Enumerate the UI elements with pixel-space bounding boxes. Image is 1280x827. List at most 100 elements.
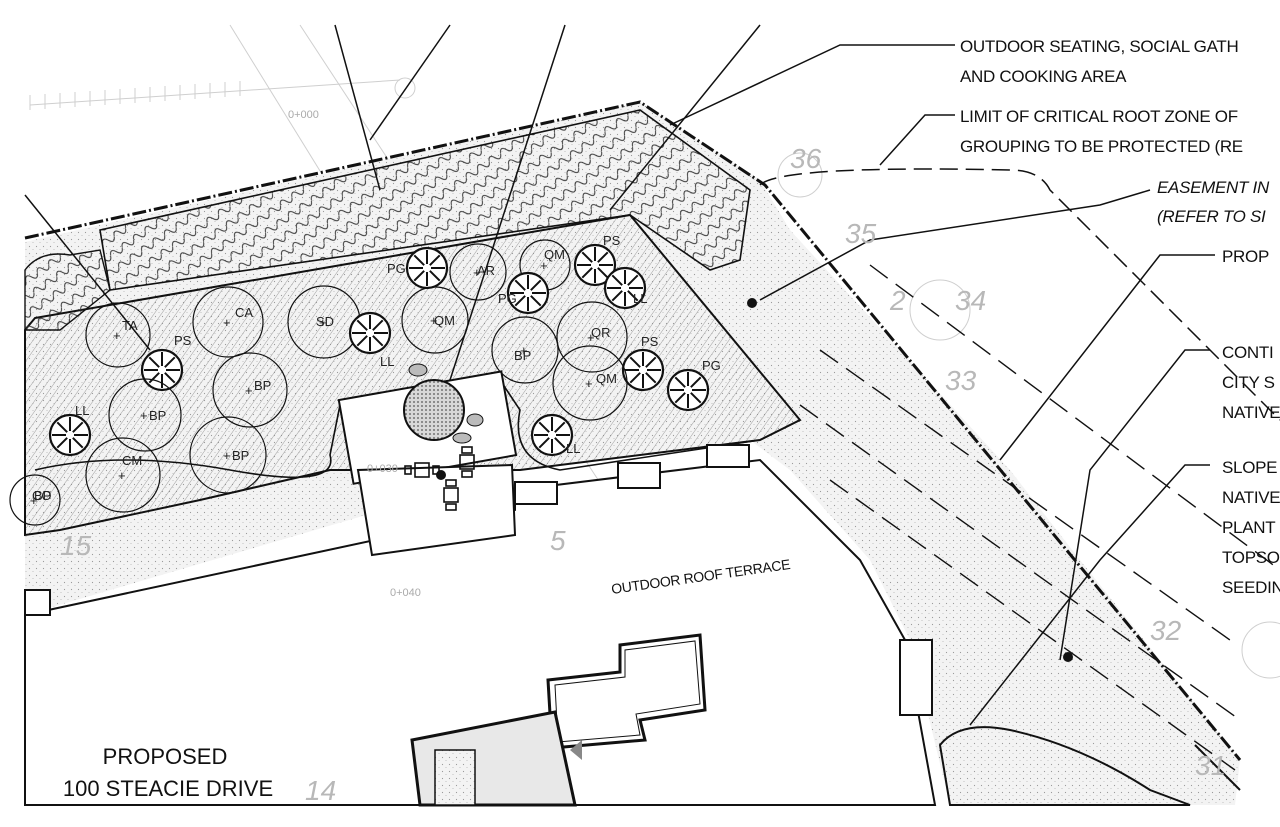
tree-center-mark: +: [223, 315, 231, 330]
tree-code-label: SD: [316, 314, 334, 329]
contour-33: 33: [945, 365, 977, 396]
tree-branch-mark: [554, 421, 566, 433]
bed-inner-outline: [34, 379, 761, 479]
contour-35: 35: [845, 218, 877, 249]
tree-branch-mark: [514, 295, 526, 307]
tree-branch-mark: [690, 392, 702, 404]
tree-branch-mark: [597, 267, 609, 279]
tree-code-label: PG: [387, 261, 406, 276]
tree-branch-mark: [148, 372, 160, 384]
easement-lines: [799, 264, 1280, 771]
tree-branch-mark: [164, 356, 176, 368]
tree-branch-mark: [611, 274, 623, 286]
tree-canopy-icon: [556, 301, 628, 373]
tree-branch-mark: [413, 254, 425, 266]
tree-center-mark: +: [319, 315, 327, 330]
callout-slope-line3: PLANT: [1222, 518, 1275, 537]
tree-canopy-icon: [85, 302, 151, 368]
station-0000: 0+000: [288, 109, 319, 121]
tree-center-mark: +: [520, 343, 528, 358]
tree-code-label: BP: [149, 408, 166, 423]
tree-canopy-icon: [108, 378, 182, 452]
tree-branch-mark: [674, 392, 686, 404]
tree-qm: +QM: [552, 345, 628, 421]
tree-branch-mark: [581, 267, 593, 279]
roof-structure-inner: [554, 640, 701, 743]
tree-branch-mark: [356, 319, 368, 331]
tree-branch-mark: [56, 437, 68, 449]
tree-center-mark: +: [473, 265, 481, 280]
tree-branch-mark: [645, 356, 657, 368]
tree-center-mark: +: [585, 376, 593, 391]
tree-center-mark: +: [113, 328, 121, 343]
patio-tables: [404, 446, 475, 511]
fire-feature: [403, 379, 465, 441]
contour-34: 34: [955, 285, 986, 316]
tree-code-label: LL: [566, 441, 580, 456]
contour-14: 14: [305, 775, 336, 806]
callout-slope-line4: TOPSO: [1222, 548, 1280, 567]
tree-branch-mark: [538, 437, 550, 449]
tree-co: CO: [32, 488, 52, 503]
tree-center-mark: +: [140, 408, 148, 423]
tree-bp: +BP: [189, 416, 267, 494]
callout-root-line1: LIMIT OF CRITICAL ROOT ZONE OF: [960, 107, 1238, 126]
tree-branch-mark: [629, 356, 641, 368]
callout-slope-line5: SEEDIN: [1222, 578, 1280, 597]
tree-canopy-icon: [552, 345, 628, 421]
tree-cm: +CM: [85, 437, 161, 513]
utility-boxes: [24, 444, 933, 716]
tree-branch-mark: [356, 335, 368, 347]
tree-canopy-icon: [85, 437, 161, 513]
callout-root-line2: GROUPING TO BE PROTECTED (RE: [960, 137, 1243, 156]
tree-branch-mark: [372, 335, 384, 347]
contour-15: 15: [60, 530, 92, 561]
tree-branch-mark: [611, 290, 623, 302]
tree-bp: +BP: [491, 316, 559, 384]
tree-branch-mark: [429, 254, 441, 266]
tree-pg: PG: [498, 271, 550, 315]
tree-ll: LL: [348, 311, 394, 369]
tree-ll: LL: [48, 403, 92, 457]
contour-5: 5: [550, 525, 566, 556]
tree-branch-mark: [674, 376, 686, 388]
property-line: [24, 100, 1242, 761]
tree-bp: +BP: [108, 378, 182, 452]
tree-pg: PG: [666, 358, 721, 412]
roof-structure: [546, 633, 707, 750]
tree-branch-mark: [645, 372, 657, 384]
tree-center-mark: +: [430, 313, 438, 328]
slope-planting: [938, 726, 1191, 806]
stair-inner: [434, 749, 476, 806]
tree-branch-mark: [581, 251, 593, 263]
tree-branch-mark: [372, 319, 384, 331]
tree-branch-mark: [514, 279, 526, 291]
tree-branch-mark: [627, 290, 639, 302]
contour-31: 31: [1195, 750, 1226, 781]
station-0040: 0+040: [390, 587, 421, 599]
callout-conti-line2: CITY S: [1222, 373, 1275, 392]
tree-branch-mark: [538, 421, 550, 433]
callout-easement-line1: EASEMENT IN: [1157, 178, 1270, 197]
callout-dot-easement: [747, 298, 757, 308]
tree-branch-mark: [164, 372, 176, 384]
tree-branch-mark: [554, 437, 566, 449]
tree-center-mark: +: [223, 448, 231, 463]
tree-canopy-icon: [491, 316, 559, 384]
tree-canopy-icon: [212, 352, 288, 428]
tree-bp: +BP: [9, 474, 61, 526]
tree-qm: +QM: [401, 286, 469, 354]
tree-code-label: CA: [235, 305, 253, 320]
tree-branch-mark: [629, 372, 641, 384]
tree-code-label: PG: [702, 358, 721, 373]
tree-branch-mark: [72, 421, 84, 433]
tree-pg: PG: [387, 246, 449, 290]
callout-seating-line2: AND COOKING AREA: [960, 67, 1127, 86]
tree-code-label: BP: [514, 348, 531, 363]
tree-code-label: PS: [641, 334, 659, 349]
tree-branch-mark: [690, 376, 702, 388]
tree-center-mark: +: [30, 493, 38, 508]
hedge-left: [24, 249, 111, 331]
